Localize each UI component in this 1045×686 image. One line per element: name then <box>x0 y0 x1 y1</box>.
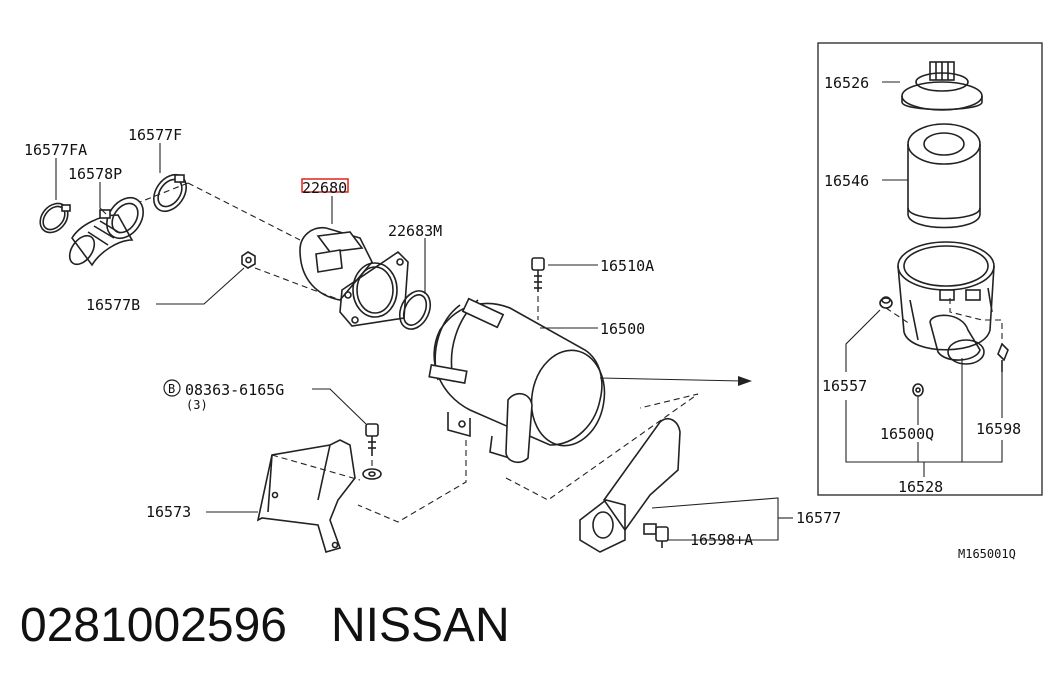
footer: 0281002596 NISSAN <box>20 598 510 653</box>
highlight-box <box>301 178 349 193</box>
element-16546 <box>907 123 981 229</box>
label-08363-symbol: B <box>168 382 175 396</box>
housing-16528 <box>897 241 995 365</box>
label-16528: 16528 <box>898 478 943 496</box>
label-22683M: 22683M <box>388 222 442 240</box>
inset-box <box>817 42 1043 496</box>
label-16500: 16500 <box>600 320 645 338</box>
bracket-16573 <box>256 439 356 553</box>
valve-16500Q <box>912 383 924 397</box>
sensor-16598-inset <box>997 342 1009 372</box>
label-16577B: 16577B <box>86 296 140 314</box>
bolt-symbol-b: B <box>163 379 181 397</box>
cover-16526 <box>901 61 983 111</box>
part-number: 0281002596 <box>20 599 287 652</box>
label-16526: 16526 <box>824 74 869 92</box>
label-16598A: 16598+A <box>690 531 753 549</box>
gasket-22683M <box>398 290 432 330</box>
clamp-16577FA <box>39 202 71 234</box>
air-cleaner-16500 <box>428 297 606 464</box>
figure-code: M165001Q <box>958 547 1016 561</box>
label-08363-qty: (3) <box>186 398 208 412</box>
label-16500Q: 16500Q <box>880 425 934 443</box>
sensor-16598A <box>643 523 669 548</box>
label-22680: 22680 <box>302 179 347 197</box>
label-08363: 08363-6165G <box>185 381 284 399</box>
label-16598: 16598 <box>976 420 1021 438</box>
brand-name: NISSAN <box>330 599 510 652</box>
label-16578P: 16578P <box>68 165 122 183</box>
label-16577: 16577 <box>796 509 841 527</box>
clamp-16577F <box>152 173 188 213</box>
label-16577FA: 16577FA <box>24 141 87 159</box>
grommet-16557 <box>879 296 893 309</box>
nut-16577B <box>241 251 256 269</box>
label-16546: 16546 <box>824 172 869 190</box>
air-duct-16578P <box>68 196 144 267</box>
air-flow-meter-22680 <box>299 226 409 327</box>
label-16557: 16557 <box>822 377 867 395</box>
label-16577F: 16577F <box>128 126 182 144</box>
label-16510A: 16510A <box>600 257 654 275</box>
bolt-08363 <box>362 423 382 480</box>
label-16573: 16573 <box>146 503 191 521</box>
bolt-16510A <box>531 257 545 292</box>
resonator-16577 <box>579 418 681 553</box>
